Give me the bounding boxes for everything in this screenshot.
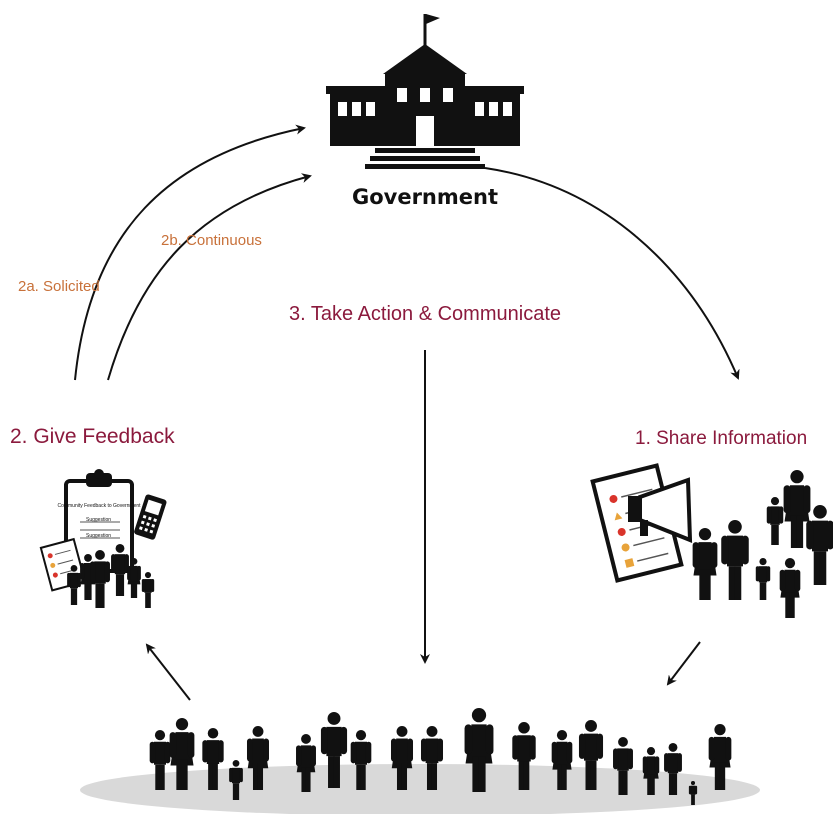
clipboard-title: Community Feedback to Government	[57, 503, 141, 509]
person-icon	[141, 572, 155, 608]
arrow-to-feedback	[145, 643, 191, 701]
person-icon	[642, 747, 660, 795]
person-icon	[779, 558, 801, 618]
person-icon	[90, 550, 110, 608]
clipboard-line-2: Suggestion	[86, 533, 111, 539]
arrow-continuous	[107, 173, 312, 381]
person-icon	[708, 724, 732, 790]
person-icon	[111, 544, 129, 596]
person-icon	[420, 726, 444, 790]
person-icon	[806, 505, 833, 585]
arrow-solicited	[74, 124, 306, 381]
person-icon	[664, 743, 682, 795]
person-icon	[296, 734, 316, 792]
person-icon	[246, 726, 270, 790]
people-icon	[67, 544, 155, 608]
person-icon	[766, 497, 784, 545]
sub-step-solicited-label: 2a. Solicited	[18, 278, 100, 295]
person-icon	[229, 760, 243, 800]
person-icon	[783, 470, 811, 548]
sub-step-continuous-label: 2b. Continuous	[161, 232, 262, 249]
step-take-action-label: 3. Take Action & Communicate	[289, 303, 561, 325]
person-icon	[464, 708, 494, 792]
person-icon	[613, 737, 633, 795]
step-share-information-label: 1. Share Information	[635, 428, 807, 449]
person-icon	[692, 528, 718, 600]
arrow-to-community	[666, 641, 701, 686]
person-icon	[688, 781, 698, 805]
flag-icon	[426, 14, 440, 24]
clipboard-icon	[64, 469, 134, 573]
person-icon	[127, 558, 141, 598]
clipboard-line-1: Suggestion	[86, 517, 111, 523]
person-icon	[67, 565, 81, 605]
person-icon	[755, 558, 771, 600]
person-icon	[721, 520, 749, 600]
step-give-feedback-label: 2. Give Feedback	[10, 425, 175, 448]
person-icon	[551, 730, 573, 790]
government-label: Government	[352, 185, 498, 209]
person-icon	[169, 718, 195, 790]
people-icon	[692, 470, 833, 618]
person-icon	[512, 722, 536, 790]
arrow-share-information	[484, 167, 740, 380]
people-icon	[149, 708, 732, 805]
person-icon	[350, 730, 372, 790]
government-building-icon	[326, 14, 524, 169]
megaphone-icon	[628, 477, 693, 543]
mobile-phone-icon	[134, 494, 167, 540]
person-icon	[578, 720, 604, 790]
person-icon	[202, 728, 224, 790]
person-icon	[149, 730, 171, 790]
person-icon	[390, 726, 414, 790]
person-icon	[320, 712, 348, 788]
